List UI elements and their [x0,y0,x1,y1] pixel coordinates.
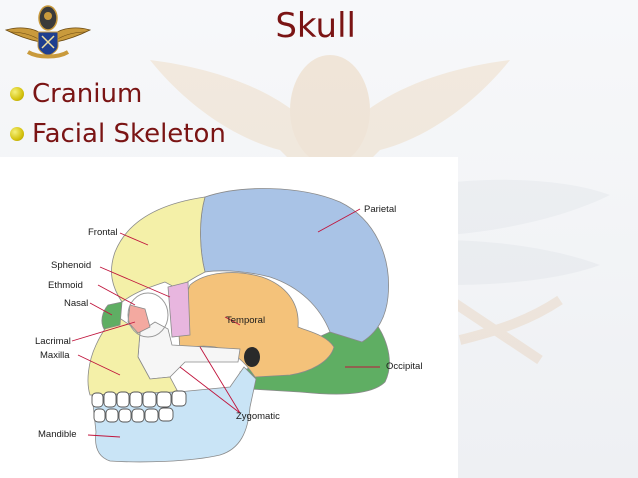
label-sphenoid: Sphenoid [51,260,91,271]
label-ethmoid: Ethmoid [48,280,83,291]
label-parietal: Parietal [364,204,396,215]
teeth [91,390,187,423]
bullet-list: Cranium Facial Skeleton [8,74,226,154]
label-mandible: Mandible [38,429,77,440]
orbit-socket [127,292,169,338]
slide-title: Skull [275,6,356,46]
label-occipital: Occipital [386,361,422,372]
label-nasal: Nasal [64,298,88,309]
frontal-bone [111,196,206,303]
skull-illustration: Frontal Parietal Sphenoid Ethmoid Nasal … [35,188,422,463]
label-zygomatic: Zygomatic [236,411,280,422]
label-lacrimal: Lacrimal [35,336,71,347]
crest-logo [4,5,92,59]
label-frontal: Frontal [88,227,118,238]
temporal-bone [177,272,335,378]
bullet-item: Cranium [8,74,226,114]
label-temporal: Temporal [226,315,265,326]
mandible-bone [91,366,257,463]
bullet-text: Cranium [32,79,143,109]
bullet-dot-icon [10,87,24,101]
nasal-bone [101,301,123,330]
bullet-dot-icon [10,127,24,141]
ear-canal [244,347,260,367]
label-maxilla: Maxilla [40,350,70,361]
sphenoid-bone [167,281,191,338]
bullet-text: Facial Skeleton [32,119,226,149]
bullet-item: Facial Skeleton [8,114,226,154]
leader-lines [71,208,380,438]
skull-diagram: Frontal Parietal Sphenoid Ethmoid Nasal … [0,157,458,478]
